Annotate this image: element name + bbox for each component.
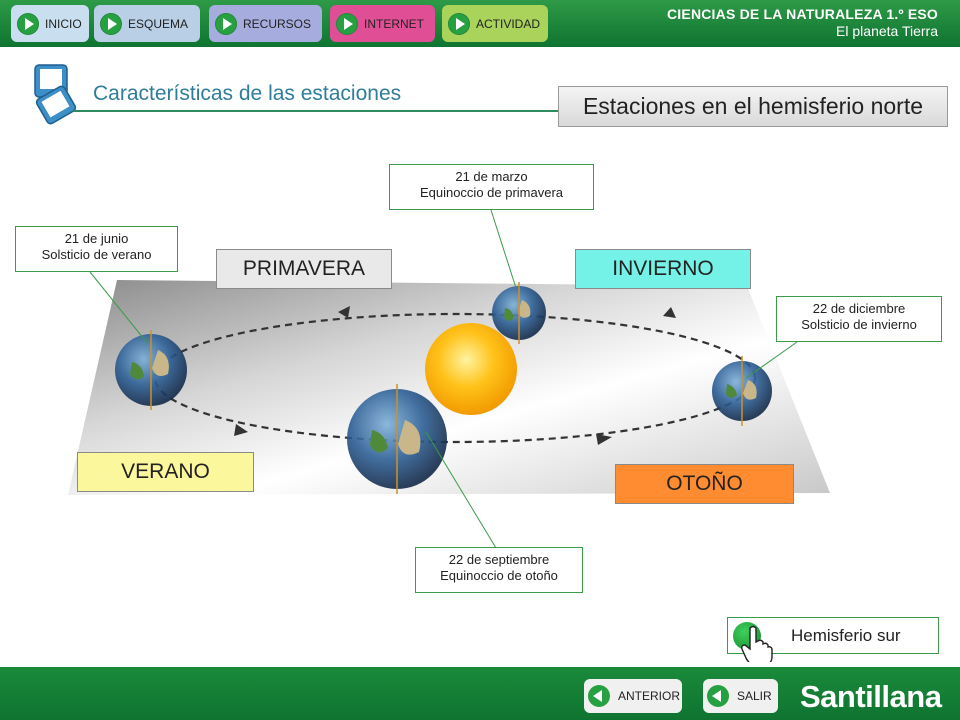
nav-inicio-label: INICIO bbox=[45, 16, 82, 31]
nav-recursos-button[interactable]: RECURSOS bbox=[209, 5, 322, 42]
season-summer: VERANO bbox=[77, 452, 254, 492]
callout-leader-june bbox=[89, 271, 149, 345]
previous-label: ANTERIOR bbox=[618, 689, 681, 703]
callout-march: 21 de marzo Equinoccio de primavera bbox=[389, 164, 594, 210]
play-arrow-icon bbox=[215, 12, 237, 35]
back-arrow-icon bbox=[707, 685, 729, 707]
callout-december: 22 de diciembre Solsticio de invierno bbox=[776, 296, 942, 342]
callout-december-date: 22 de diciembre bbox=[812, 301, 906, 316]
pointer-hand-icon bbox=[741, 625, 773, 662]
callout-june-date: 21 de junio bbox=[64, 231, 129, 246]
callout-september-date: 22 de septiembre bbox=[448, 552, 550, 567]
nav-actividad-button[interactable]: ACTIVIDAD bbox=[442, 5, 548, 42]
callout-september: 22 de septiembre Equinoccio de otoño bbox=[415, 547, 583, 593]
header-title-block: CIENCIAS DE LA NATURALEZA 1.º ESO El pla… bbox=[667, 6, 938, 39]
hemisferio-sur-label: Hemisferio sur bbox=[791, 626, 901, 645]
nav-actividad-label: ACTIVIDAD bbox=[476, 16, 541, 31]
callout-june: 21 de junio Solsticio de verano bbox=[15, 226, 178, 272]
section-title: Estaciones en el hemisferio norte bbox=[558, 86, 948, 127]
play-arrow-icon bbox=[17, 12, 39, 35]
nav-esquema-label: ESQUEMA bbox=[128, 16, 189, 31]
season-autumn: OTOÑO bbox=[615, 464, 794, 504]
brand-logo: Santillana bbox=[800, 679, 942, 714]
page-title: Características de las estaciones bbox=[93, 82, 402, 105]
callout-september-event: Equinoccio de otoño bbox=[440, 568, 558, 583]
callout-leader-march bbox=[490, 209, 517, 289]
callout-december-event: Solsticio de invierno bbox=[801, 317, 917, 332]
earth-march bbox=[492, 282, 546, 344]
play-arrow-icon bbox=[448, 12, 470, 35]
orbit-arrow-icon bbox=[596, 434, 612, 445]
earth-september bbox=[347, 384, 447, 494]
title-divider bbox=[74, 110, 560, 112]
earth-june bbox=[115, 330, 187, 410]
hemisferio-sur-button[interactable]: Hemisferio sur bbox=[727, 617, 939, 662]
nav-internet-label: INTERNET bbox=[364, 16, 424, 31]
earth-december bbox=[712, 356, 772, 426]
back-arrow-icon bbox=[588, 685, 610, 707]
callout-march-date: 21 de marzo bbox=[455, 169, 528, 184]
play-arrow-icon bbox=[100, 12, 122, 35]
slides-icon bbox=[34, 64, 77, 125]
unit-title: El planeta Tierra bbox=[836, 23, 938, 39]
orbit-arrow-icon bbox=[234, 424, 248, 436]
orbit-arrow-icon bbox=[338, 306, 350, 318]
callout-june-event: Solsticio de verano bbox=[41, 247, 152, 262]
callout-leader-december bbox=[745, 341, 798, 379]
subject-title: CIENCIAS DE LA NATURALEZA 1.º ESO bbox=[667, 6, 938, 22]
orbit-arrow-icon bbox=[663, 307, 676, 318]
nav-esquema-button[interactable]: ESQUEMA bbox=[94, 5, 200, 42]
exit-label: SALIR bbox=[737, 689, 772, 703]
callout-leader-september bbox=[425, 431, 497, 549]
previous-button[interactable]: ANTERIOR bbox=[584, 679, 682, 713]
callout-march-event: Equinoccio de primavera bbox=[419, 185, 564, 200]
season-winter: INVIERNO bbox=[575, 249, 751, 289]
sun bbox=[425, 323, 517, 415]
nav-inicio-button[interactable]: INICIO bbox=[11, 5, 89, 42]
bottom-bar bbox=[0, 667, 960, 720]
exit-button[interactable]: SALIR bbox=[703, 679, 778, 713]
play-arrow-icon bbox=[336, 12, 358, 35]
nav-recursos-label: RECURSOS bbox=[243, 16, 312, 31]
nav-internet-button[interactable]: INTERNET bbox=[330, 5, 435, 42]
season-spring: PRIMAVERA bbox=[216, 249, 392, 289]
